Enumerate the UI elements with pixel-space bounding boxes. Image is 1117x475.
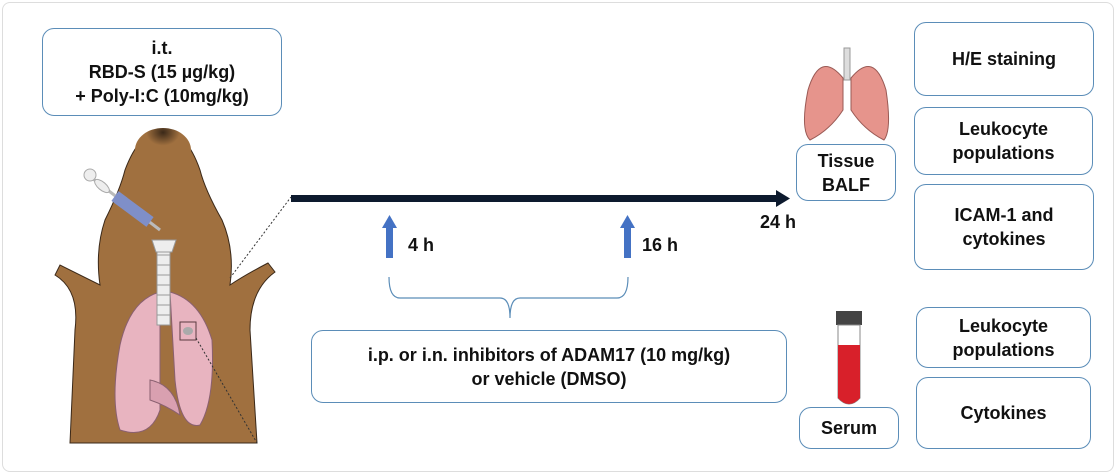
time-label-24h: 24 h — [760, 212, 797, 232]
inhibitor-line: i.p. or i.n. inhibitors of ADAM17 (10 mg… — [367, 344, 731, 365]
serum-box: Serum — [799, 407, 899, 449]
tissue-label: Tissue — [817, 150, 875, 171]
tissue-balf-box: Tissue BALF — [796, 144, 896, 201]
serum-label: Serum — [820, 418, 878, 438]
inhibitor-box: i.p. or i.n. inhibitors of ADAM17 (10 mg… — [311, 330, 787, 403]
dose-arrow-16h — [620, 215, 635, 258]
analysis-serum-cytokines: Cytokines — [916, 377, 1091, 449]
analysis-he-staining: H/E staining — [914, 22, 1094, 96]
treatment-box: i.t. RBD-S (15 µg/kg) + Poly-I:C (10mg/k… — [42, 28, 282, 116]
brace — [388, 276, 629, 319]
timeline-arrow — [291, 190, 790, 207]
dose-arrow-4h — [382, 215, 397, 258]
mouse-illustration — [54, 128, 292, 444]
balf-label: BALF — [822, 174, 870, 195]
syringe-icon — [83, 168, 161, 232]
time-label-16h: 16 h — [642, 235, 679, 255]
time-label-4h: 4 h — [408, 235, 435, 255]
treatment-route: i.t. — [151, 38, 173, 58]
vehicle-line: or vehicle (DMSO) — [471, 368, 627, 389]
analysis-serum-leukocytes: Leukocyte populations — [916, 307, 1091, 368]
lungs-icon — [804, 47, 890, 141]
treatment-polyic: + Poly-I:C (10mg/kg) — [75, 86, 249, 106]
treatment-rbd: RBD-S (15 µg/kg) — [88, 62, 236, 82]
analysis-tissue-leukocytes: Leukocyte populations — [914, 107, 1093, 175]
blood-tube-icon — [836, 311, 862, 405]
analysis-icam-cytokines: ICAM-1 and cytokines — [914, 184, 1094, 270]
